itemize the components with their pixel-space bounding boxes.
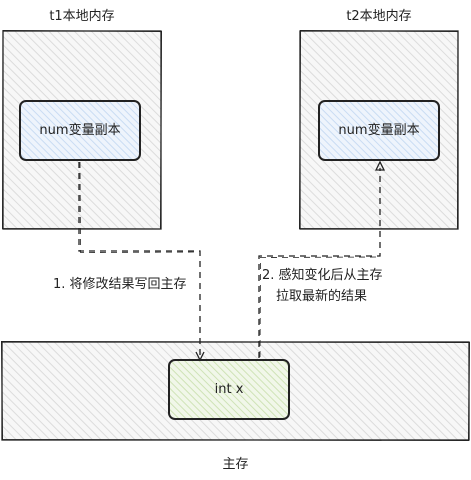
write-back-label: 1. 将修改结果写回主存 <box>53 277 187 292</box>
int-x-box <box>168 359 290 420</box>
refresh-arrow <box>258 160 386 358</box>
refresh-label-line1: 2. 感知变化后从主存 <box>262 268 383 283</box>
t1-num-copy-box <box>19 100 141 161</box>
t2-title: t2本地内存 <box>346 9 412 24</box>
int-x-label: int x <box>214 382 244 397</box>
t1-title: t1本地内存 <box>49 9 115 24</box>
t1-copy-label: num变量副本 <box>39 123 121 138</box>
arrow-head-up-icon <box>374 160 386 171</box>
write-back-arrow <box>78 161 205 362</box>
arrow-head-down-icon <box>195 351 205 362</box>
t2-num-copy-box <box>318 100 440 161</box>
main-memory-title: 主存 <box>222 457 249 472</box>
refresh-label-line2: 拉取最新的结果 <box>276 289 368 304</box>
t2-copy-label: num变量副本 <box>338 123 420 138</box>
